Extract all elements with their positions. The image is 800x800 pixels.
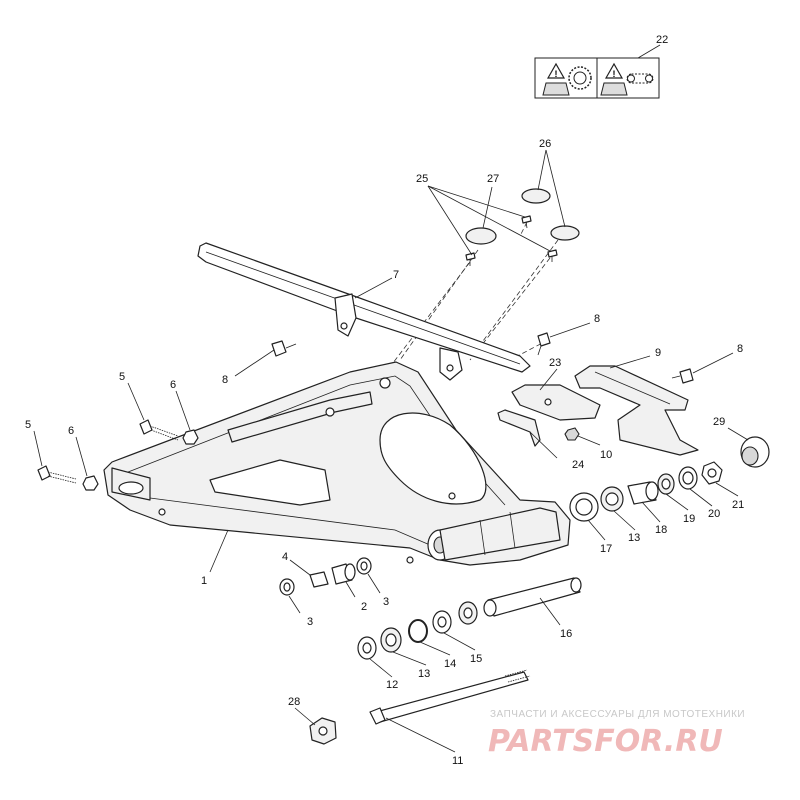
callout-14: 14 xyxy=(444,658,456,670)
callout-22: 22 xyxy=(656,34,668,46)
callout-25: 25 xyxy=(416,173,428,185)
callout-numbers: 1 2 3 3 4 5 5 6 6 7 8 8 8 9 10 11 12 13 … xyxy=(25,34,744,767)
callout-29: 29 xyxy=(713,416,725,428)
svg-text:!: ! xyxy=(555,69,558,79)
warning-sprocket-icon: ! xyxy=(542,62,592,96)
callout-10: 10 xyxy=(600,449,612,461)
callout-17: 17 xyxy=(600,543,612,555)
kit-icon-box: ! ! xyxy=(534,57,660,99)
callout-26: 26 xyxy=(539,138,551,150)
watermark: ЗАПЧАСТИ И АКСЕССУАРЫ ДЛЯ МОТОТЕХНИКИ PA… xyxy=(488,709,745,759)
callout-16: 16 xyxy=(560,628,572,640)
callout-21: 21 xyxy=(732,499,744,511)
callout-1: 1 xyxy=(201,575,207,587)
swingarm xyxy=(103,361,571,566)
callout-4: 4 xyxy=(282,551,288,563)
callout-28: 28 xyxy=(288,696,300,708)
callout-23: 23 xyxy=(549,357,561,369)
callout-7: 7 xyxy=(393,269,399,281)
callout-5: 5 xyxy=(25,419,31,431)
callout-18: 18 xyxy=(655,524,667,536)
callout-6: 6 xyxy=(68,425,74,437)
callout-12: 12 xyxy=(386,679,398,691)
callout-8: 8 xyxy=(594,313,600,325)
bracket-24 xyxy=(497,409,541,447)
leader-lines xyxy=(33,44,749,753)
chain-slider xyxy=(574,365,699,456)
svg-text:!: ! xyxy=(613,69,616,79)
chain-guard xyxy=(197,242,531,381)
callout-3: 3 xyxy=(307,616,313,628)
callout-13: 13 xyxy=(418,668,430,680)
callout-6: 6 xyxy=(170,379,176,391)
callout-8: 8 xyxy=(737,343,743,355)
callout-8: 8 xyxy=(222,374,228,386)
plate-23 xyxy=(511,384,601,421)
watermark-tagline: ЗАПЧАСТИ И АКСЕССУАРЫ ДЛЯ МОТОТЕХНИКИ xyxy=(490,709,745,720)
warning-chain-icon: ! xyxy=(600,62,654,96)
callout-9: 9 xyxy=(655,347,661,359)
callout-2: 2 xyxy=(361,601,367,613)
watermark-brand: PARTSFOR.RU xyxy=(488,724,723,759)
callout-19: 19 xyxy=(683,513,695,525)
callout-3: 3 xyxy=(383,596,389,608)
callout-11: 11 xyxy=(452,755,463,767)
callout-5: 5 xyxy=(119,371,125,383)
callout-13: 13 xyxy=(628,532,640,544)
callout-20: 20 xyxy=(708,508,720,520)
callout-24: 24 xyxy=(572,459,584,471)
small-parts xyxy=(37,188,770,745)
callout-15: 15 xyxy=(470,653,482,665)
assembly-lines xyxy=(379,221,559,381)
callout-27: 27 xyxy=(487,173,499,185)
